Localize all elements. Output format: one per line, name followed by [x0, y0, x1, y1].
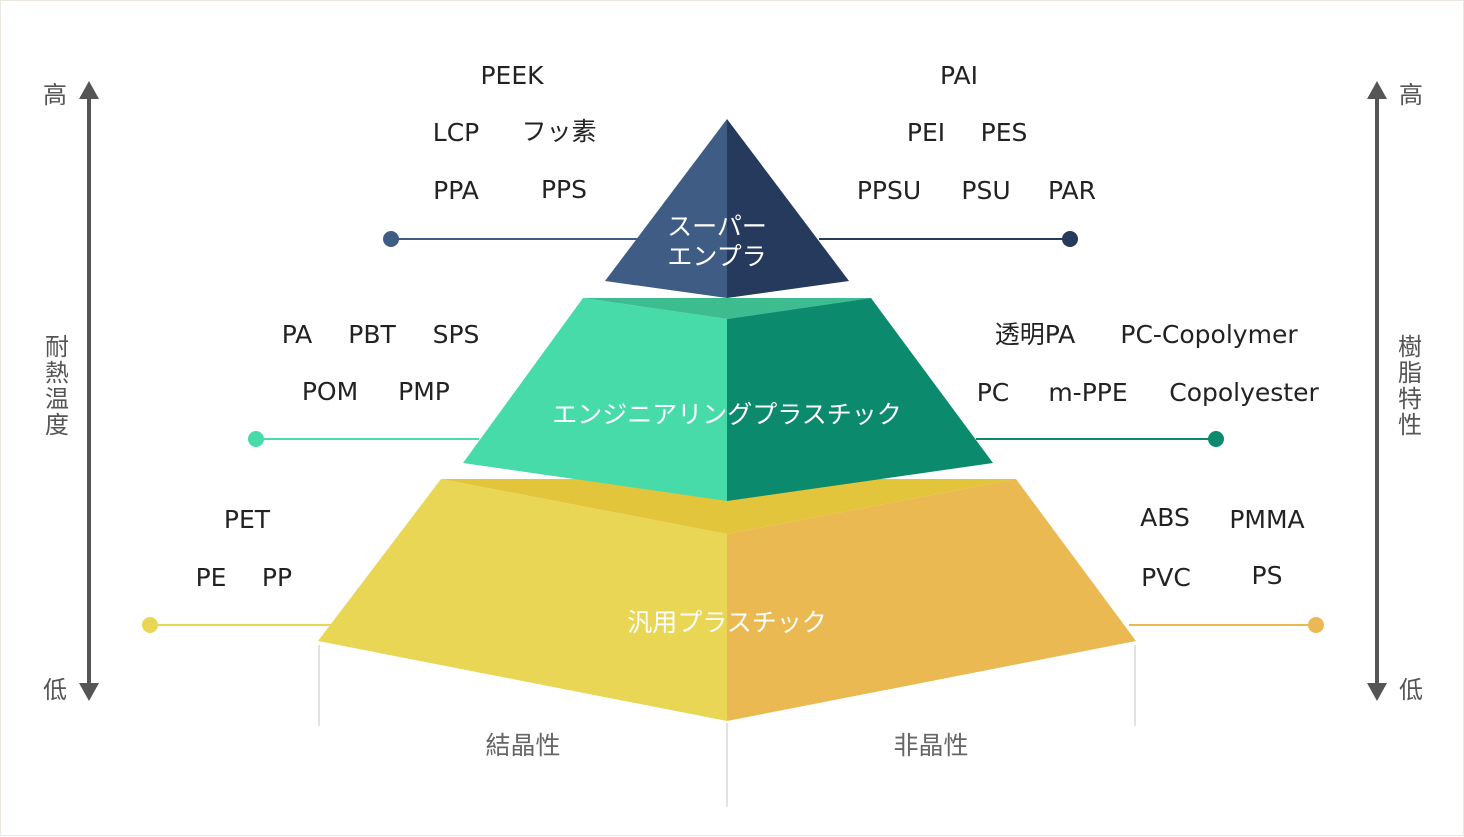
tier-super: スーパー エンプラ: [605, 119, 849, 298]
material-label: PET: [224, 505, 271, 534]
material-label: PC-Copolymer: [1120, 320, 1298, 349]
tier-general-right-face: [727, 479, 1136, 721]
super-left-dot: [383, 231, 399, 247]
left-axis-low-label: 低: [43, 676, 67, 704]
engineering-materials-right: 透明PA PC-Copolymer PC m-PPE Copolyester: [977, 320, 1320, 407]
tier-general-top-face: [441, 479, 1016, 534]
left-axis-title-char-3: 温: [45, 385, 69, 413]
right-axis-arrow-down-icon: [1367, 683, 1387, 701]
right-axis-title-char-1: 樹: [1398, 333, 1422, 361]
material-label: PA: [282, 320, 313, 349]
tier-engineering: エンジニアリングプラスチック: [463, 298, 993, 501]
material-label: PBT: [348, 320, 396, 349]
general-right-dot: [1308, 617, 1324, 633]
material-label: PEEK: [480, 61, 544, 90]
material-label: PMP: [398, 377, 450, 406]
crystalline-label: 結晶性: [485, 731, 560, 760]
super-right-dot: [1062, 231, 1078, 247]
left-axis-title-char-2: 熱: [45, 359, 69, 387]
leader-lines: [142, 231, 1324, 633]
material-label: PAR: [1048, 176, 1096, 205]
right-axis-arrow-up-icon: [1367, 81, 1387, 99]
super-materials-right: PAI PEI PES PPSU PSU PAR: [857, 61, 1096, 205]
material-label: m-PPE: [1048, 378, 1127, 407]
tier-general: 汎用プラスチック: [318, 479, 1136, 721]
tier-super-right-face: [727, 119, 849, 298]
left-axis-title-char-1: 耐: [45, 333, 69, 361]
material-label: POM: [302, 377, 358, 406]
general-left-dot: [142, 617, 158, 633]
material-label: PMMA: [1229, 505, 1304, 534]
general-materials-left: PET PE PP: [196, 505, 293, 592]
material-label: PSU: [961, 176, 1010, 205]
tier-general-left-face: [318, 479, 727, 721]
tier-super-name-line-1: スーパー: [667, 212, 767, 241]
material-label: ABS: [1140, 503, 1190, 532]
tier-engineering-right-face: [727, 298, 993, 501]
right-axis-high-label: 高: [1399, 81, 1423, 109]
material-label: PPS: [541, 175, 587, 204]
material-label: PPSU: [857, 176, 921, 205]
material-label: SPS: [433, 320, 480, 349]
tier-super-name-line-2: エンプラ: [667, 242, 766, 271]
engineering-left-dot: [248, 431, 264, 447]
material-label: PS: [1252, 561, 1283, 590]
material-label: 透明PA: [995, 320, 1076, 349]
material-label: フッ素: [521, 117, 596, 146]
tier-engineering-top-face: [583, 298, 871, 319]
tier-super-left-face: [605, 119, 727, 298]
right-axis-title-char-4: 性: [1398, 411, 1422, 439]
tier-engineering-name: エンジニアリングプラスチック: [552, 400, 902, 429]
material-label: PP: [262, 563, 292, 592]
right-axis-low-label: 低: [1399, 676, 1423, 704]
left-axis-arrow-down-icon: [79, 683, 99, 701]
amorphous-label: 非晶性: [893, 731, 968, 760]
material-label: PE: [196, 563, 227, 592]
left-axis-arrow-up-icon: [79, 81, 99, 99]
material-label: PES: [981, 118, 1028, 147]
material-label: PVC: [1141, 563, 1191, 592]
material-label: PC: [977, 378, 1010, 407]
material-label: PAI: [940, 61, 978, 90]
left-axis-high-label: 高: [43, 81, 67, 109]
material-label: PEI: [907, 118, 945, 147]
engineering-right-dot: [1208, 431, 1224, 447]
general-materials-right: ABS PMMA PVC PS: [1140, 503, 1305, 592]
tier-general-name: 汎用プラスチック: [627, 608, 827, 637]
left-axis: 高 低 耐 熱 温 度: [43, 81, 99, 704]
right-axis-title-char-3: 特: [1398, 385, 1422, 413]
left-axis-title-char-4: 度: [45, 411, 69, 439]
bottom-section: 結晶性 非晶性: [318, 645, 1136, 807]
super-materials-left: PEEK LCP フッ素 PPA PPS: [433, 61, 597, 205]
material-label: PPA: [433, 176, 479, 205]
material-label: Copolyester: [1169, 378, 1319, 407]
right-axis: 高 低 樹 脂 特 性: [1367, 81, 1423, 704]
engineering-materials-left: PA PBT SPS POM PMP: [282, 320, 480, 406]
right-axis-title-char-2: 脂: [1398, 359, 1422, 387]
tier-engineering-left-face: [463, 298, 727, 501]
material-label: LCP: [433, 118, 479, 147]
